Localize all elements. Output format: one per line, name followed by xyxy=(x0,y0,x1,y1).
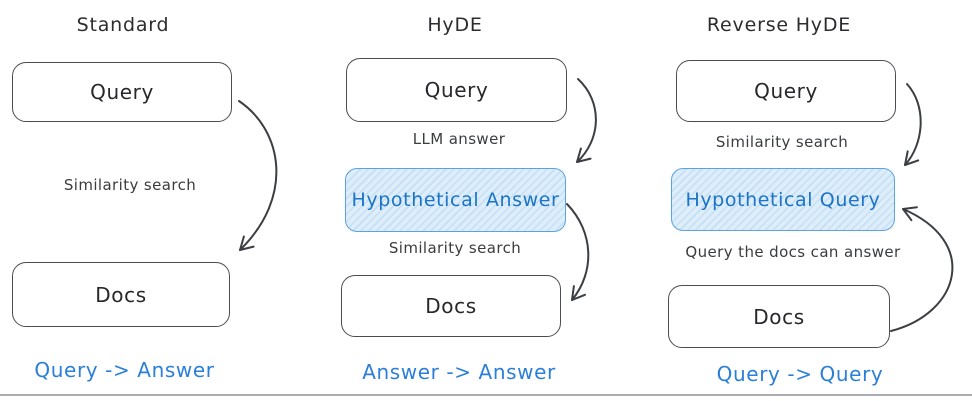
edge-label-llm-answer: LLM answer xyxy=(412,130,506,148)
arrowhead xyxy=(239,235,255,251)
column-title-standard: Standard xyxy=(76,14,170,36)
edge-label-query-docs-can-answer: Query the docs can answer xyxy=(685,243,901,261)
arrow-reverse-query-to-hypquery xyxy=(904,83,922,166)
node-label: Docs xyxy=(753,304,805,329)
arrow-hyde-query-to-answer xyxy=(576,78,597,163)
edge-label-similarity-search-hyde: Similarity search xyxy=(388,239,522,257)
node-label: Docs xyxy=(95,282,147,307)
node-label: Hypothetical Answer xyxy=(351,189,560,211)
edge-label-similarity-search-standard: Similarity search xyxy=(63,176,197,194)
arrow-reverse-docs-to-hypquery xyxy=(890,208,954,332)
arrow-hyde-answer-to-docs xyxy=(566,203,590,301)
node-query-standard: Query xyxy=(12,62,232,122)
node-docs-standard: Docs xyxy=(12,262,230,327)
node-docs-reverse: Docs xyxy=(668,285,890,348)
node-query-reverse: Query xyxy=(676,60,896,122)
node-label: Query xyxy=(754,79,818,103)
node-label: Hypothetical Query xyxy=(685,188,881,211)
summary-reverse: Query -> Query xyxy=(716,362,884,386)
node-hypothetical-answer: Hypothetical Answer xyxy=(345,168,566,232)
arrowhead xyxy=(576,147,592,163)
node-hypothetical-query: Hypothetical Query xyxy=(671,168,895,231)
node-label: Docs xyxy=(425,294,477,318)
arrowhead xyxy=(904,150,920,166)
column-title-hyde: HyDE xyxy=(427,14,483,36)
bottom-divider-line xyxy=(0,394,972,396)
arrow-standard-query-to-docs xyxy=(238,100,278,251)
node-docs-hyde: Docs xyxy=(341,275,561,337)
edge-label-similarity-search-reverse: Similarity search xyxy=(715,133,849,151)
arrowhead xyxy=(571,285,586,301)
node-query-hyde: Query xyxy=(346,58,567,122)
summary-standard: Query -> Answer xyxy=(34,358,215,382)
column-title-reverse-hyde: Reverse HyDE xyxy=(706,14,852,36)
summary-hyde: Answer -> Answer xyxy=(362,360,556,384)
arrowhead xyxy=(902,206,918,222)
node-label: Query xyxy=(90,80,154,104)
node-label: Query xyxy=(424,78,489,102)
